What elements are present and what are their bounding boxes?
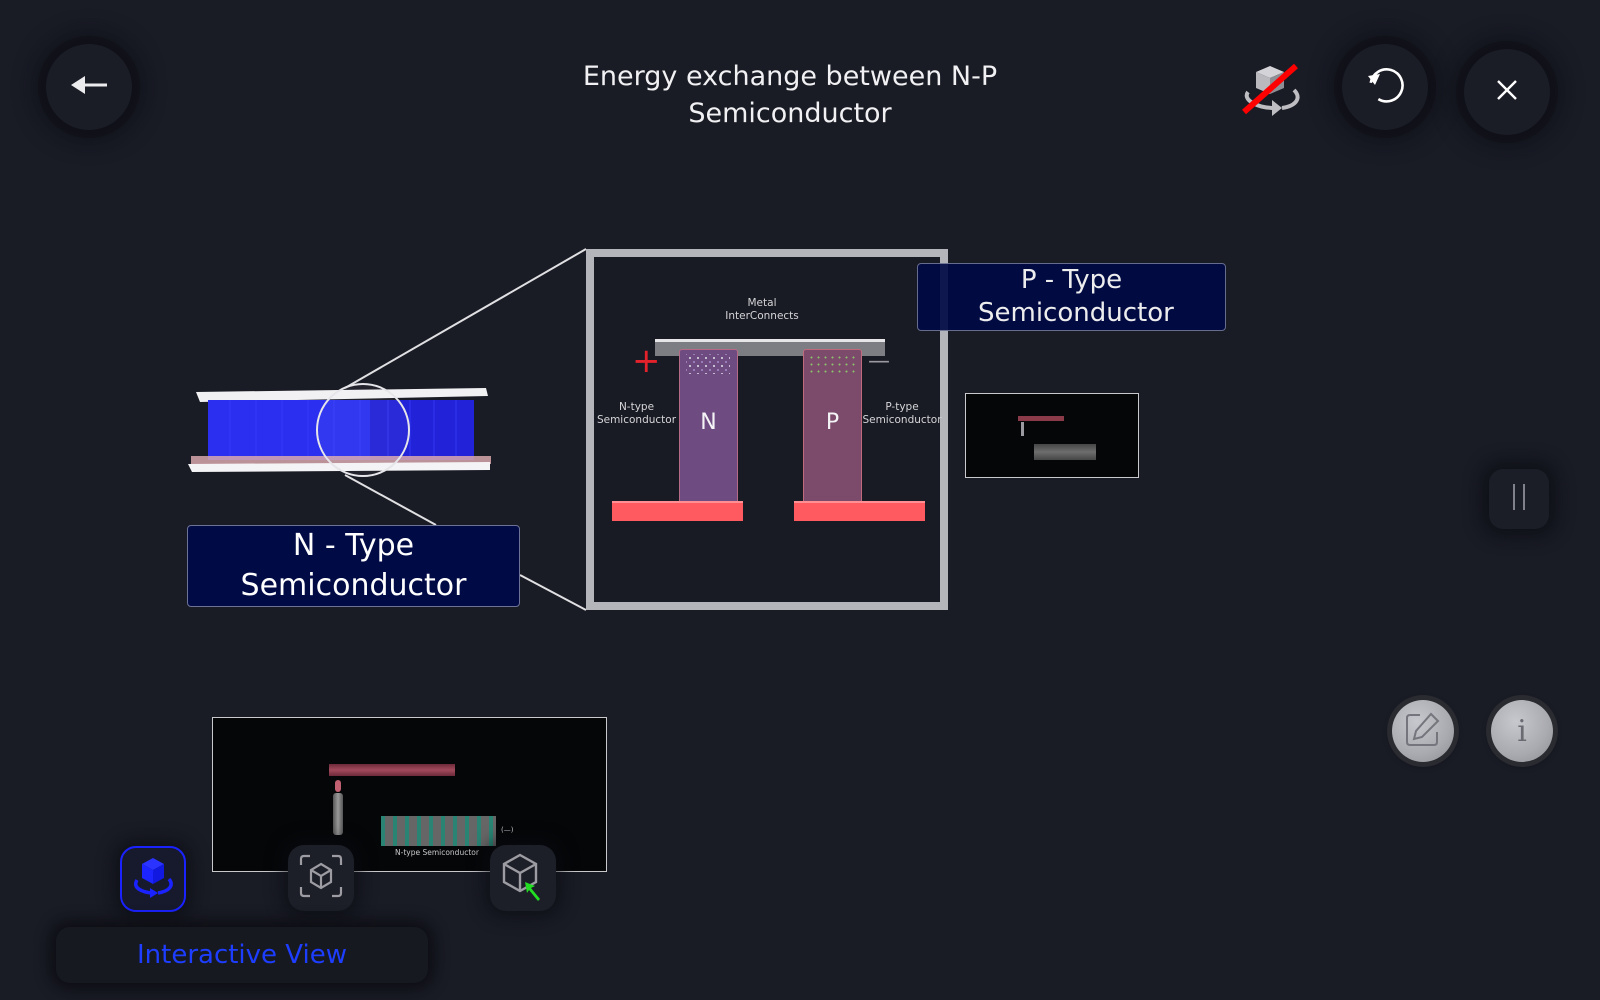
thumb-lattice xyxy=(1034,444,1096,460)
thumb-charge-label: (—) xyxy=(501,826,514,834)
n-letter: N xyxy=(700,410,717,435)
negative-terminal-sign: — xyxy=(868,349,890,374)
p-type-label: P - Type Semiconductor xyxy=(917,263,1226,331)
page-title: Energy exchange between N-P Semiconducto… xyxy=(582,61,998,129)
n-side-label: N-type Semiconductor xyxy=(596,401,677,426)
p-electrode xyxy=(794,501,925,521)
hole-particles xyxy=(808,354,856,374)
thumb-candle xyxy=(1021,422,1024,436)
rotate-3d-icon xyxy=(128,852,178,906)
n-block: N xyxy=(679,349,738,509)
info-icon: i xyxy=(1517,713,1527,749)
info-button[interactable]: i xyxy=(1491,700,1553,762)
edit-icon xyxy=(1404,710,1442,752)
close-button[interactable] xyxy=(1464,49,1550,135)
ar-view-button[interactable] xyxy=(288,845,354,911)
cursor-arrow-icon xyxy=(524,881,544,907)
n-type-label: N - Type Semiconductor xyxy=(187,525,520,607)
thumb-flame xyxy=(335,780,341,792)
reset-icon xyxy=(1361,61,1409,113)
callout-line-bottom xyxy=(344,474,437,526)
rotate-toggle-button[interactable] xyxy=(1238,56,1310,122)
thumb-caption: N-type Semiconductor xyxy=(395,848,479,857)
n-electrode xyxy=(612,501,743,521)
close-icon xyxy=(1495,78,1519,106)
back-button[interactable] xyxy=(46,44,132,130)
pause-button[interactable] xyxy=(1489,469,1549,529)
edit-button[interactable] xyxy=(1392,700,1454,762)
thumb-bar xyxy=(329,764,455,776)
arrow-left-icon xyxy=(69,73,109,101)
ar-cube-icon xyxy=(298,853,344,903)
electron-particles xyxy=(686,354,730,374)
thumb-candle xyxy=(333,793,343,835)
positive-terminal-sign: + xyxy=(632,341,661,381)
cube-icon xyxy=(498,851,548,905)
thumb-bar xyxy=(1018,416,1064,421)
active-view-mode-label: Interactive View xyxy=(136,940,348,970)
magnified-detail-panel: Metal InterConnects N P + — N-type Semic… xyxy=(586,249,948,610)
p-block: P xyxy=(803,349,862,509)
reset-button[interactable] xyxy=(1342,44,1428,130)
view-mode-label-pill: Interactive View xyxy=(56,927,428,983)
p-type-preview-thumbnail[interactable] xyxy=(965,393,1139,478)
interactive-view-button[interactable] xyxy=(120,846,186,912)
rotate-3d-off-icon xyxy=(1238,63,1310,126)
thermoelectric-module xyxy=(188,383,491,477)
p-letter: P xyxy=(825,410,840,435)
callout-line-top xyxy=(344,248,587,389)
magnifier-ring xyxy=(316,383,410,477)
3d-view-button[interactable] xyxy=(490,845,556,911)
metal-interconnects-label: Metal InterConnects xyxy=(725,297,799,322)
thumb-lattice xyxy=(381,816,496,846)
p-side-label: P-type Semiconductor xyxy=(862,401,942,426)
callout-line-label xyxy=(519,574,587,611)
pause-icon xyxy=(1509,482,1529,516)
